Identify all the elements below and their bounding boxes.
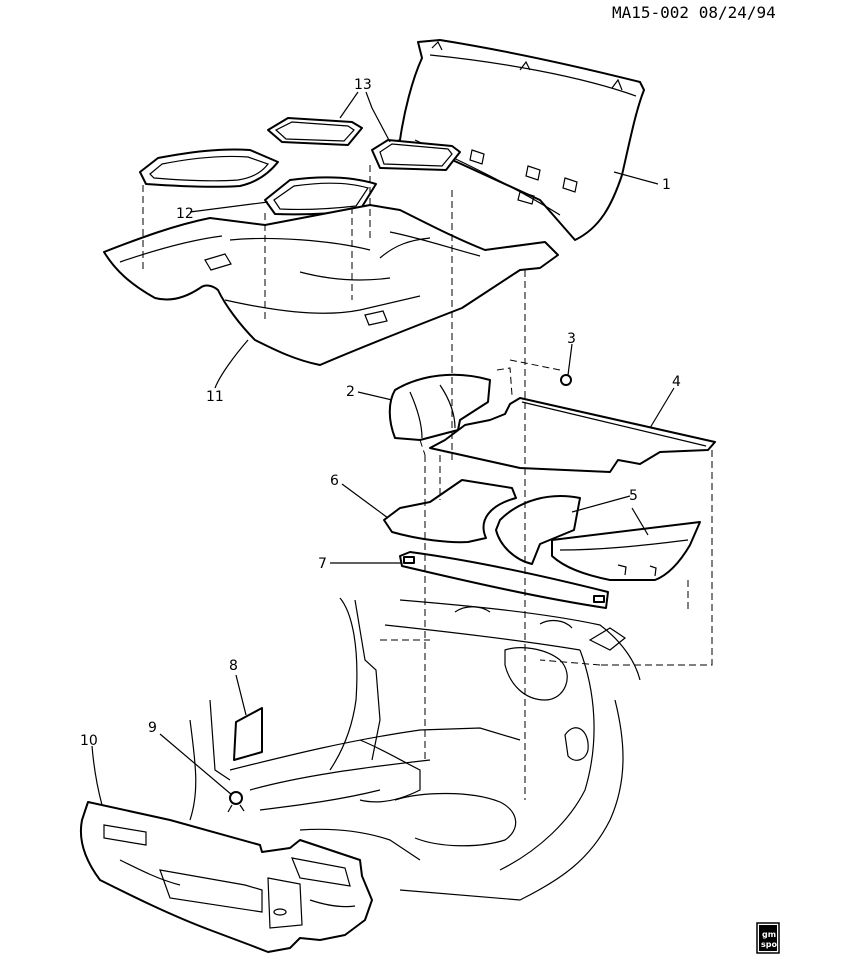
callout-labels: 1 2 3 4 5 6 7 8 9 10 11 12 13: [80, 77, 681, 749]
part-6-trunk-liner: [383, 479, 517, 544]
part-5-wheelhouse-liners: [495, 495, 701, 581]
part-8-trim-insert: [233, 707, 263, 761]
vehicle-body-outline: [189, 597, 641, 901]
part-9-fastener: [227, 791, 245, 813]
part-10-front-panel: [79, 801, 373, 953]
part-12-floor-mats: [139, 148, 377, 216]
callout-12: 12: [176, 206, 194, 222]
callout-6: 6: [330, 473, 339, 489]
part-7-trunk-panel: [399, 551, 609, 609]
callout-8: 8: [229, 658, 238, 674]
callout-13: 13: [354, 77, 372, 93]
leader-lines: [91, 91, 675, 806]
part-11-carpet: [103, 204, 559, 366]
callout-5: 5: [629, 488, 638, 504]
logo-line-2: spo: [761, 940, 777, 949]
gm-spo-logo-icon: gm spo: [756, 922, 780, 954]
callout-4: 4: [672, 374, 681, 390]
diagram-ref-code: MA15-002 08/24/94: [612, 3, 776, 22]
callout-11: 11: [206, 389, 224, 405]
logo-line-1: gm: [762, 930, 776, 939]
part-4-trunk-mat: [429, 397, 716, 473]
alignment-guides: [142, 165, 713, 800]
part-3-plug: [560, 374, 572, 386]
callout-1: 1: [662, 177, 671, 193]
callout-2: 2: [346, 384, 355, 400]
callout-9: 9: [148, 720, 157, 736]
callout-3: 3: [567, 331, 576, 347]
callout-7: 7: [318, 556, 327, 572]
part-1-rear-panel: [379, 39, 645, 241]
callout-10: 10: [80, 733, 98, 749]
part-13-floor-mats: [267, 117, 461, 171]
part-2-wheelhouse-cover: [388, 373, 491, 441]
